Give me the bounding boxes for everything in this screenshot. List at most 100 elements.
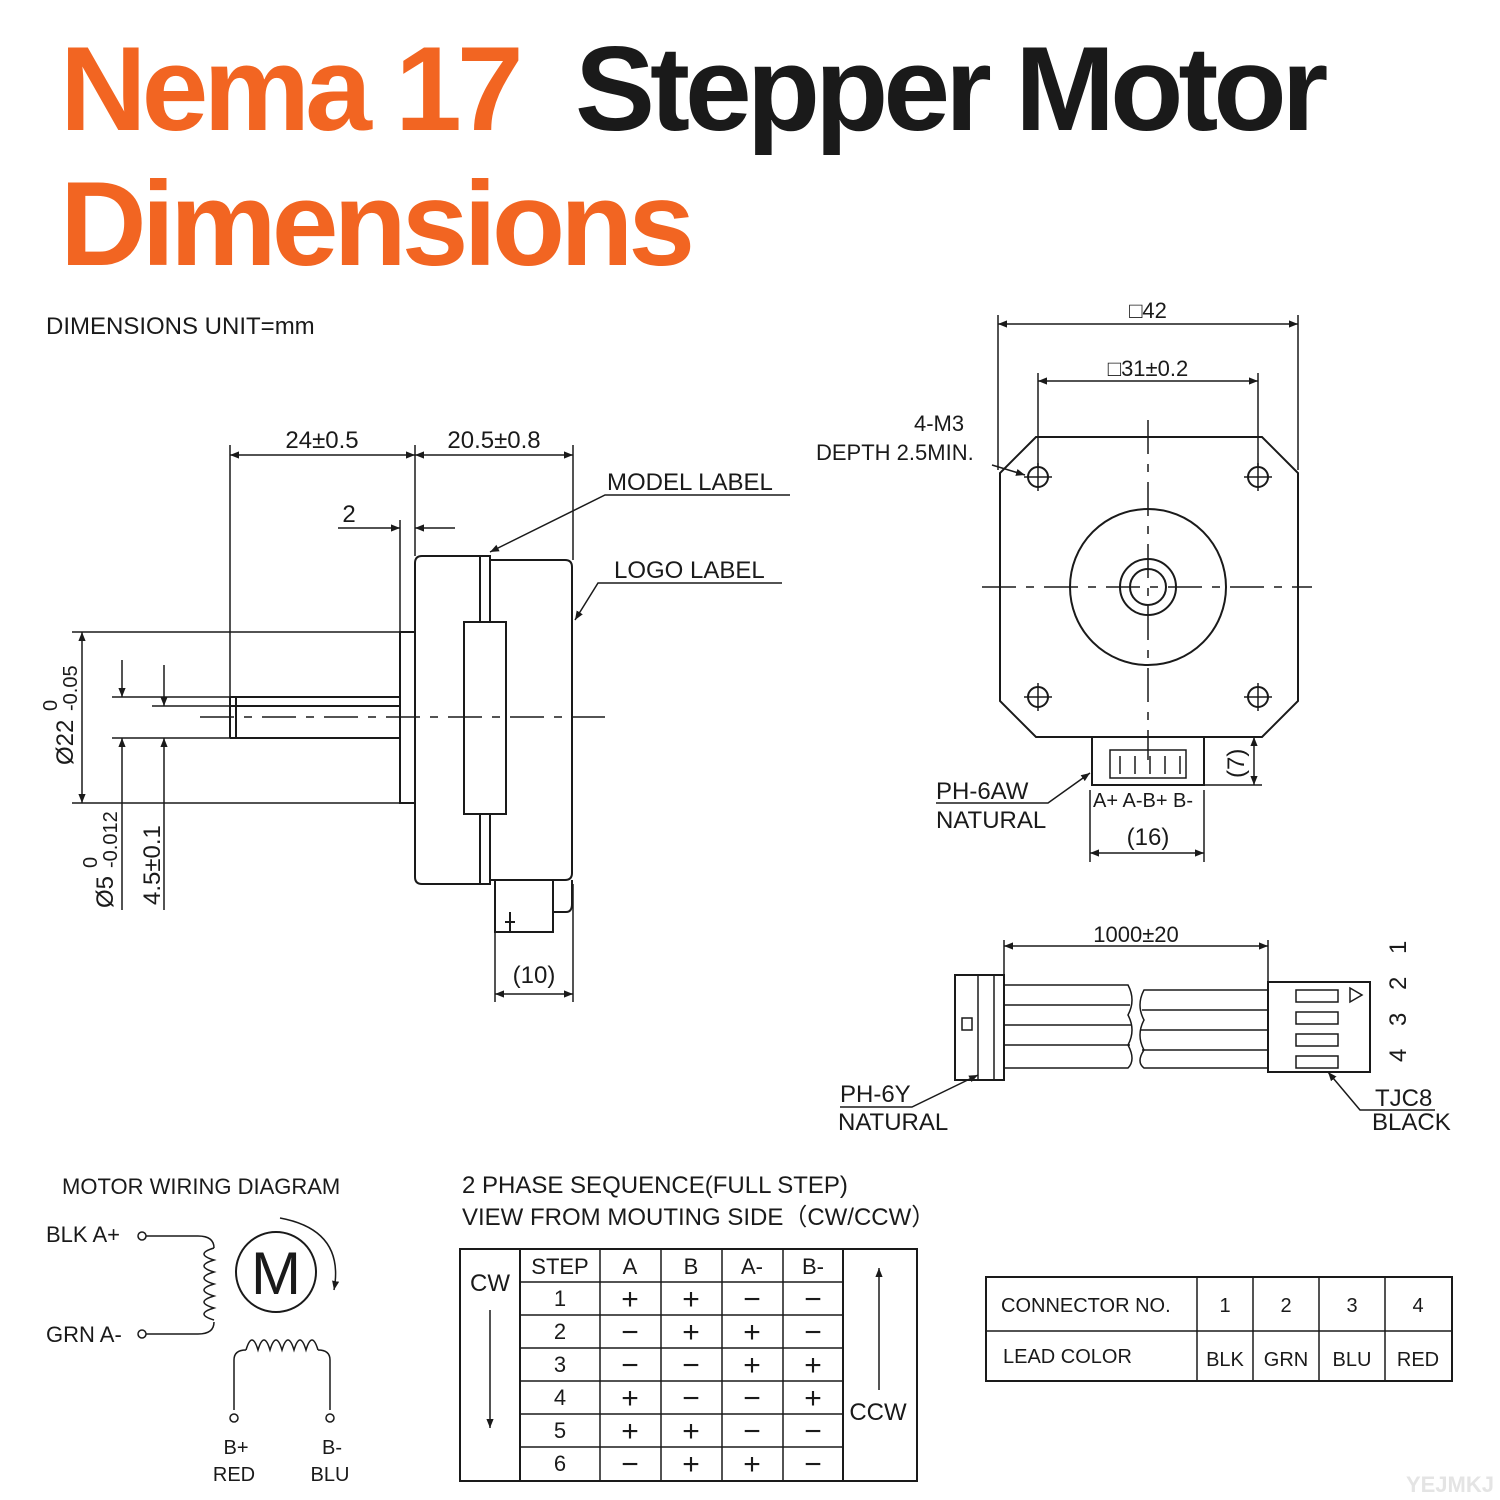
right-connector-color: BLACK bbox=[1372, 1109, 1451, 1136]
sequence-header: B bbox=[684, 1254, 699, 1279]
motor-symbol bbox=[235, 1231, 317, 1313]
right-connector-slot bbox=[1295, 1055, 1339, 1069]
dim-connector-label: (10) bbox=[513, 962, 556, 989]
wire-bundle-right bbox=[1139, 989, 1268, 1069]
coil-a bbox=[203, 1247, 217, 1321]
sequence-header: B- bbox=[802, 1254, 824, 1279]
shaft-diameter-label: Ø5 0 -0.012 bbox=[80, 811, 122, 908]
sequence-sign: − bbox=[621, 1349, 639, 1382]
right-connector-slot bbox=[1295, 1033, 1339, 1047]
title-line-2: Dimensions bbox=[60, 157, 690, 291]
sequence-step: 4 bbox=[554, 1385, 566, 1410]
sequence-step: 5 bbox=[554, 1418, 566, 1443]
sequence-sign: − bbox=[804, 1316, 822, 1349]
coil-a-leads bbox=[146, 1235, 215, 1335]
b-plus-color: RED bbox=[213, 1464, 255, 1486]
left-connector-leader bbox=[840, 1074, 979, 1108]
front-connector bbox=[1091, 736, 1205, 786]
a-plus-label: BLK A+ bbox=[46, 1222, 120, 1247]
left-connector-model: PH-6Y bbox=[840, 1081, 911, 1108]
hole-spec-line-2: DEPTH 2.5MIN. bbox=[816, 440, 974, 465]
sequence-sign: − bbox=[804, 1415, 822, 1448]
sequence-sign: + bbox=[804, 1382, 822, 1415]
terminal bbox=[137, 1231, 147, 1241]
b-minus-color: BLU bbox=[311, 1464, 350, 1486]
mounting-hole bbox=[1244, 463, 1272, 491]
dim-hole-spacing-label: □31±0.2 bbox=[1108, 356, 1188, 381]
sequence-title-1: 2 PHASE SEQUENCE(FULL STEP) bbox=[462, 1172, 848, 1199]
right-connector-slot bbox=[1295, 989, 1339, 1003]
right-connector-leader bbox=[1327, 1071, 1435, 1111]
sequence-sign: − bbox=[743, 1283, 761, 1316]
lead-color: BLK bbox=[1206, 1349, 1244, 1371]
b-minus-label: B- bbox=[322, 1437, 342, 1459]
title-line-1: Nema 17 Stepper Motor bbox=[60, 22, 1327, 156]
sequence-sign: + bbox=[682, 1448, 700, 1481]
lead-color: BLU bbox=[1333, 1349, 1372, 1371]
sequence-sign: + bbox=[804, 1349, 822, 1382]
dim-square-label: □42 bbox=[1129, 298, 1167, 323]
sequence-header: STEP bbox=[531, 1254, 588, 1279]
lead-color: GRN bbox=[1264, 1349, 1308, 1371]
hole-leader bbox=[991, 464, 1026, 476]
model-label-text: MODEL LABEL bbox=[607, 469, 773, 496]
boss-diameter-value: Ø22 bbox=[52, 720, 79, 765]
left-connector-latch bbox=[961, 1017, 973, 1031]
dim-shaft-length-label: 24±0.5 bbox=[285, 427, 358, 454]
sequence-sign: + bbox=[682, 1283, 700, 1316]
terminal bbox=[325, 1413, 335, 1423]
sequence-header: A- bbox=[741, 1254, 763, 1279]
connector-leader bbox=[936, 772, 1091, 804]
sequence-step: 2 bbox=[554, 1319, 566, 1344]
dim-flange-label: 2 bbox=[342, 501, 355, 528]
sequence-sign: + bbox=[743, 1448, 761, 1481]
cw-label: CW bbox=[470, 1270, 510, 1297]
sequence-sign: − bbox=[804, 1448, 822, 1481]
sequence-sign: − bbox=[804, 1283, 822, 1316]
sequence-header: A bbox=[623, 1254, 638, 1279]
model-label-plate bbox=[463, 621, 507, 815]
title-rest: Stepper Motor bbox=[575, 22, 1327, 156]
shaft-tol-upper: 0 bbox=[80, 857, 102, 868]
boss-diameter-text: Ø22 bbox=[52, 720, 79, 765]
side-view: 24±0.5 20.5±0.8 2 MODEL LABEL LOGO LABEL… bbox=[40, 427, 790, 1002]
connector-number: 2 bbox=[1280, 1295, 1291, 1317]
dim-connector-width-label: (16) bbox=[1127, 824, 1170, 851]
lead-color: RED bbox=[1397, 1349, 1439, 1371]
right-connector bbox=[1267, 981, 1371, 1073]
sequence-sign: − bbox=[682, 1349, 700, 1382]
sequence-sign: + bbox=[682, 1415, 700, 1448]
sequence-step: 3 bbox=[554, 1352, 566, 1377]
rotation-arrow bbox=[279, 1217, 340, 1291]
connector-no-label: CONNECTOR NO. bbox=[1001, 1295, 1171, 1317]
boss-diameter-label: Ø22 0 -0.05 bbox=[40, 665, 82, 765]
connector-number: 3 bbox=[1346, 1295, 1357, 1317]
sequence-title-2: VIEW FROM MOUTING SIDE（CW/CCW） bbox=[462, 1204, 935, 1231]
dim-flat-label: 4.5±0.1 bbox=[139, 825, 166, 905]
sequence-sign: + bbox=[743, 1316, 761, 1349]
connector-table-frame bbox=[985, 1276, 1453, 1382]
connector-number: 4 bbox=[1412, 1295, 1423, 1317]
coil-b-leads bbox=[233, 1349, 331, 1410]
title-accent: Nema 17 bbox=[60, 22, 519, 156]
sequence-sign: + bbox=[621, 1283, 639, 1316]
motor-body bbox=[414, 555, 573, 885]
terminal bbox=[137, 1329, 147, 1339]
logo-label-text: LOGO LABEL bbox=[614, 557, 765, 584]
logo-label-leader bbox=[574, 582, 782, 621]
left-connector bbox=[954, 974, 1005, 1081]
shaft-diameter-text: Ø5 bbox=[92, 876, 119, 908]
sequence-step: 1 bbox=[554, 1286, 566, 1311]
dim-body-length-label: 20.5±0.8 bbox=[447, 427, 540, 454]
hole-spec-line-1: 4-M3 bbox=[914, 411, 964, 436]
wiring-title: MOTOR WIRING DIAGRAM bbox=[62, 1174, 340, 1199]
ccw-label: CCW bbox=[849, 1399, 907, 1426]
sequence-table-frame bbox=[459, 1248, 918, 1482]
connector-latch bbox=[552, 880, 573, 913]
sequence-sign: + bbox=[621, 1382, 639, 1415]
sequence-sign: + bbox=[743, 1349, 761, 1382]
